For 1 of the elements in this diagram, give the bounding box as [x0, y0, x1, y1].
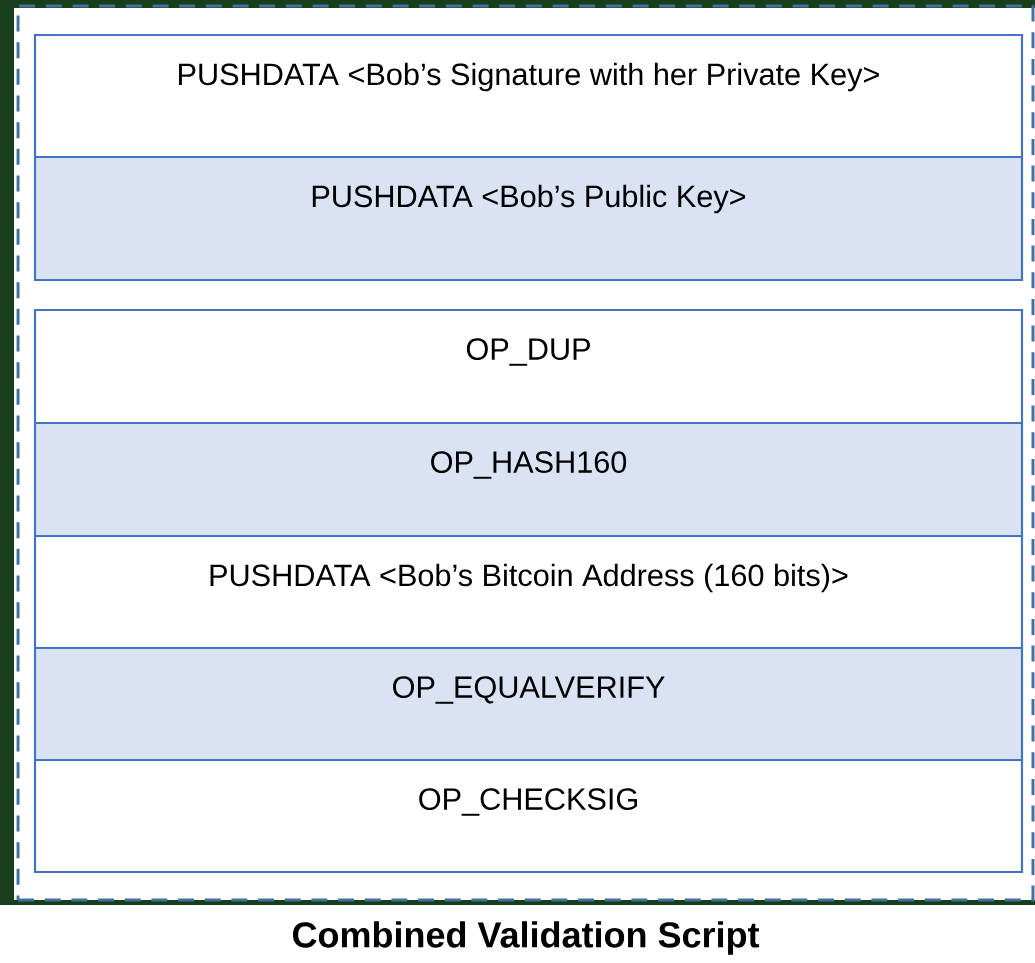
node-label: Combined Validation Script: [292, 921, 760, 955]
